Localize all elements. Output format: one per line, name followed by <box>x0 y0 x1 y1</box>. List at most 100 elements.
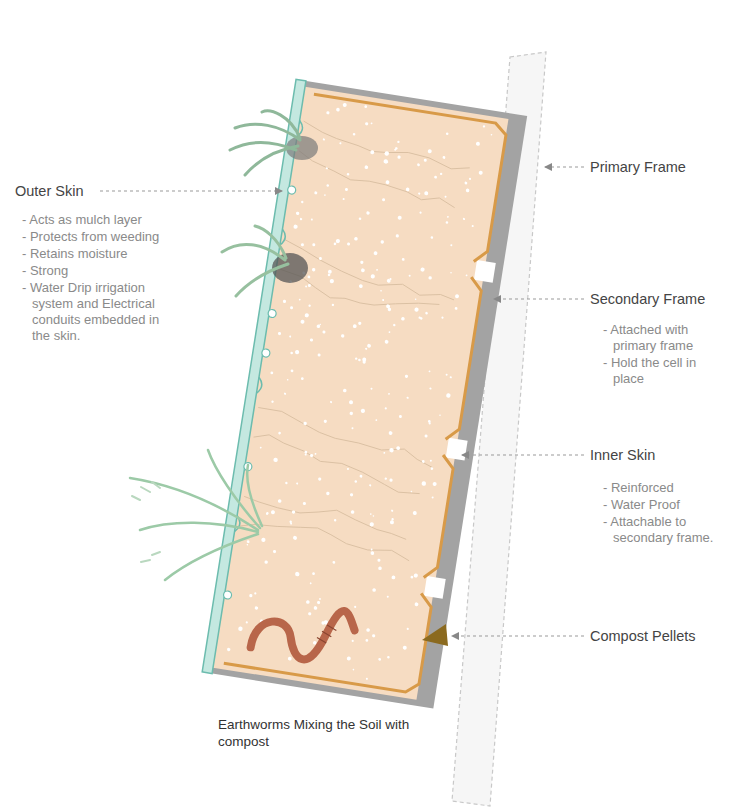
soil-particle <box>385 180 389 184</box>
soil-particle <box>406 396 409 399</box>
soil-particle <box>386 304 391 309</box>
soil-particle <box>310 338 314 342</box>
soil-particle <box>271 400 274 403</box>
soil-particle <box>322 330 325 333</box>
soil-particle <box>326 492 330 496</box>
soil-particle <box>271 510 276 515</box>
soil-particle <box>414 602 418 606</box>
leader-line <box>545 167 584 168</box>
soil-particle <box>380 290 382 292</box>
soil-particle <box>284 392 287 395</box>
soil-particle <box>308 284 311 287</box>
soil-particle <box>342 198 344 200</box>
soil-particle <box>306 600 310 604</box>
soil-particle <box>359 217 362 220</box>
soil-particle <box>304 451 307 454</box>
inner-skin <box>424 455 455 579</box>
soil-particle <box>450 272 452 274</box>
soil-particle <box>310 582 312 584</box>
earthworm-band <box>316 624 337 645</box>
soil-particle <box>355 357 358 360</box>
soil-particle <box>370 150 375 155</box>
soil-particle <box>295 572 300 577</box>
soil-particle <box>388 431 392 435</box>
soil-particle <box>371 548 373 550</box>
soil-particle <box>466 274 468 276</box>
soil-particle <box>255 606 259 610</box>
soil-particle <box>328 273 331 276</box>
soil <box>213 87 508 700</box>
soil-particle <box>382 299 384 301</box>
label-group: Outer Skin <box>15 182 195 200</box>
soil-particle <box>323 420 327 424</box>
soil-particle <box>415 298 417 300</box>
part-label: Secondary Frame <box>590 290 720 308</box>
inner-skin <box>446 277 484 441</box>
soil-particle <box>289 335 291 337</box>
cell <box>202 79 527 708</box>
soil-particle <box>413 573 418 578</box>
soil-particle <box>350 493 354 497</box>
plants <box>130 111 318 580</box>
soil-particle <box>293 224 298 229</box>
soil-particle <box>393 324 396 327</box>
soil-particle <box>319 598 321 600</box>
soil-particle <box>307 275 310 278</box>
note-bullet: - Strong <box>22 263 172 279</box>
soil-particle <box>361 409 366 414</box>
soil-particle <box>406 187 410 191</box>
soil-particle <box>371 122 373 124</box>
soil-particle <box>341 334 345 338</box>
soil-particle <box>365 122 369 126</box>
soil-particle <box>319 324 321 326</box>
soil-particle <box>359 475 362 478</box>
soil-particle <box>326 167 329 170</box>
soil-particle <box>395 147 398 150</box>
soil-particle <box>278 499 282 503</box>
soil-particle <box>385 407 388 410</box>
soil-particle <box>318 477 322 481</box>
soil-particle <box>384 340 388 344</box>
soil-particle <box>391 518 394 521</box>
soil-particle <box>317 601 321 605</box>
soil-particle <box>364 165 368 169</box>
soil-particle <box>316 324 320 328</box>
soil-particle <box>427 149 432 154</box>
soil-particle <box>391 509 394 512</box>
soil-particle <box>406 628 409 631</box>
soil-particle <box>410 491 412 493</box>
frame-gap <box>424 576 446 599</box>
soil-particle <box>417 163 420 166</box>
soil-particle <box>449 376 452 379</box>
soil-particle <box>303 502 307 506</box>
soil-particle <box>372 634 376 638</box>
inner-skin <box>224 564 433 693</box>
soil-particle <box>290 306 293 309</box>
roots <box>238 121 483 562</box>
soil-particle <box>369 484 372 487</box>
soil-particle <box>450 244 452 246</box>
soil-particle <box>388 393 390 395</box>
soil-particle <box>401 317 405 321</box>
soil-particle <box>313 641 317 645</box>
soil-particle <box>328 270 332 274</box>
soil-particle <box>361 268 365 272</box>
soil-particle <box>246 544 248 546</box>
soil-particle <box>382 198 385 201</box>
note-bullet: - Water Proof <box>603 497 723 513</box>
note-bullet: - Hold the cell in place <box>603 355 721 387</box>
soil-particle <box>312 268 316 272</box>
soil-particle <box>447 216 449 218</box>
soil-particle <box>397 140 400 143</box>
label-group: Primary Frame <box>590 158 720 176</box>
conduit <box>261 348 270 357</box>
soil-particle <box>397 215 402 220</box>
soil-particle <box>444 196 446 198</box>
label-group: Secondary Frame <box>590 290 720 308</box>
soil-particle <box>380 240 384 244</box>
soil-particle <box>326 184 329 187</box>
soil-particle <box>478 170 483 175</box>
soil-particle <box>358 359 361 362</box>
label-group: Earthworms Mixing the Soil with compost <box>218 716 418 750</box>
